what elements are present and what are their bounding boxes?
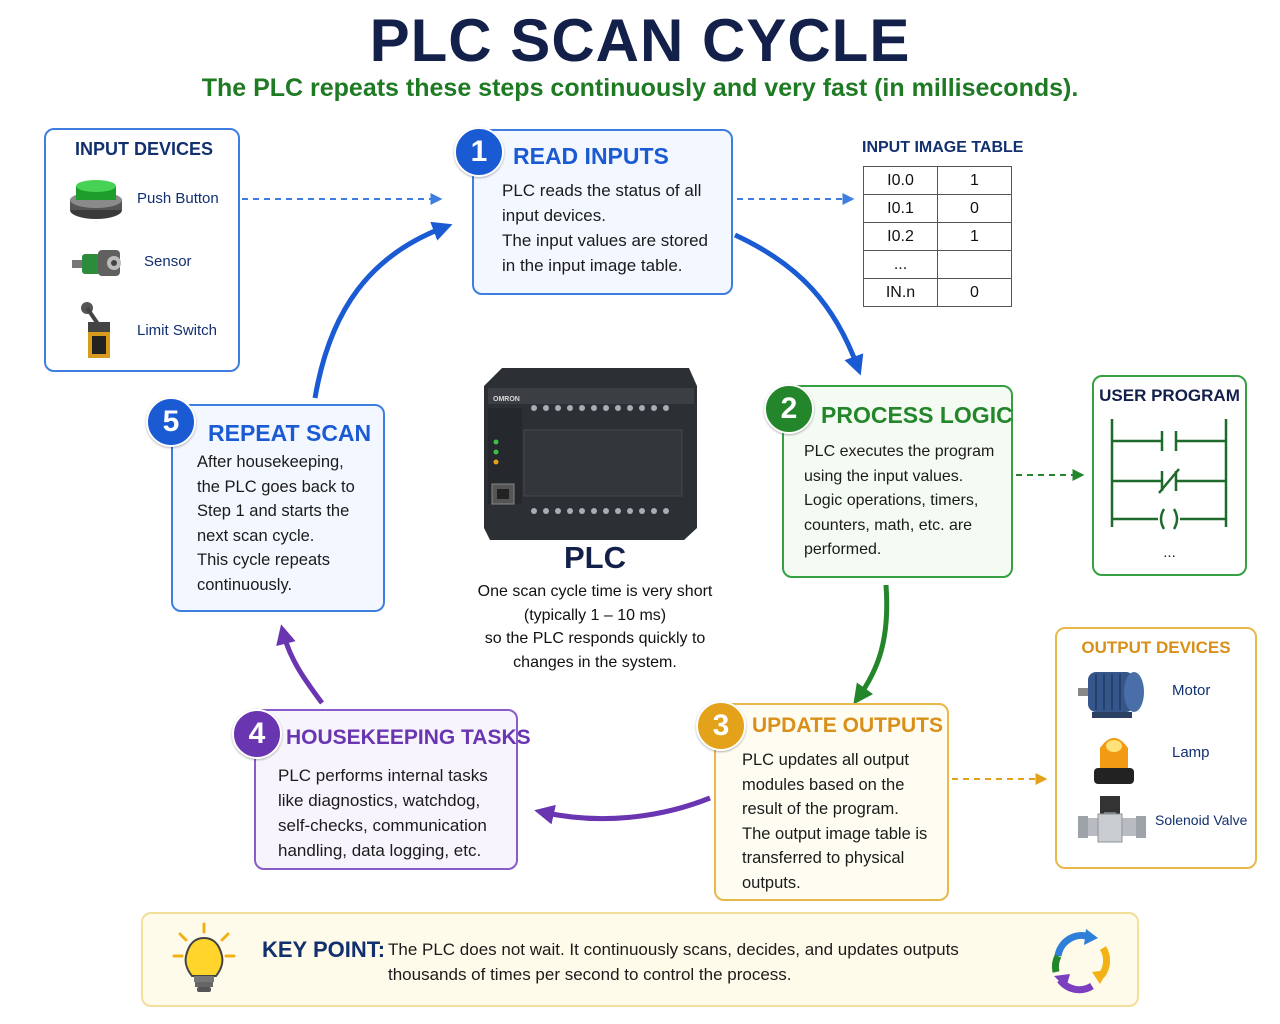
step-title: HOUSEKEEPING TASKS	[286, 726, 531, 749]
output-devices-title: OUTPUT DEVICES	[1081, 638, 1231, 657]
push-button-icon	[70, 180, 122, 219]
key-point-text: The PLC does not wait. It continuously s…	[388, 940, 959, 984]
arrow-4-to-5	[276, 624, 325, 705]
sensor-icon	[72, 250, 121, 276]
step-number-badge: 3	[696, 701, 746, 751]
step-body: PLC performs internal tasks like diagnos…	[278, 766, 488, 860]
input-devices-title: INPUT DEVICES	[74, 139, 214, 159]
lamp-icon	[1094, 738, 1134, 784]
input-devices-panel	[44, 128, 240, 372]
step-number-badge: 5	[146, 397, 196, 447]
step-body: PLC reads the status of all input device…	[502, 181, 709, 275]
step-body: PLC updates all output modules based on …	[742, 751, 928, 892]
input-device-label: Push Button	[137, 190, 219, 207]
cycle-icon	[1051, 929, 1111, 994]
arrow-5-to-1	[312, 221, 453, 399]
output-device-label: Motor	[1172, 682, 1211, 699]
user-program-title: USER PROGRAM	[1099, 386, 1240, 405]
step-update-outputs-box	[714, 703, 949, 901]
motor-icon	[1078, 672, 1144, 718]
step-read-inputs-box	[472, 129, 733, 295]
user-program-panel	[1092, 375, 1247, 576]
step-body: After housekeeping, the PLC goes back to…	[197, 453, 355, 594]
plc-label: PLC	[564, 540, 626, 575]
lightbulb-icon	[172, 922, 236, 992]
step-body: PLC executes the program using the input…	[804, 443, 995, 558]
step-housekeeping-box	[254, 709, 518, 870]
output-devices-panel	[1055, 627, 1257, 869]
arrow-2-to-3	[853, 584, 890, 705]
step-number-badge: 2	[764, 384, 814, 434]
step-title: READ INPUTS	[513, 143, 669, 169]
solenoid-valve-icon	[1078, 796, 1146, 843]
input-device-label: Limit Switch	[137, 322, 218, 339]
plc-brand: OMRON	[493, 396, 520, 403]
key-point-banner	[141, 912, 1139, 1007]
step-process-logic-box	[782, 385, 1013, 578]
step-repeat-scan-box	[171, 404, 385, 612]
plc-device-icon	[484, 368, 697, 540]
step-title: UPDATE OUTPUTS	[752, 714, 943, 737]
arrow-1-to-2	[733, 232, 864, 376]
step-title: PROCESS LOGIC	[821, 402, 1013, 428]
table-row: ...	[863, 250, 1012, 279]
ladder-diagram-icon	[1110, 419, 1228, 530]
key-point-label: KEY POINT:	[262, 937, 386, 962]
step-number-badge: 1	[454, 127, 504, 177]
input-image-table-title: INPUT IMAGE TABLE	[862, 139, 1024, 156]
input-device-label: Sensor	[144, 253, 192, 270]
output-device-label: Solenoid Valve	[1155, 812, 1248, 828]
page-title: PLC SCAN CYCLE	[369, 7, 911, 74]
output-device-label: Lamp	[1172, 744, 1210, 761]
arrow-3-to-4	[534, 795, 711, 825]
plc-description: One scan cycle time is very short (typic…	[477, 583, 713, 671]
step-title: REPEAT SCAN	[208, 420, 372, 446]
page-subtitle: The PLC repeats these steps continuously…	[201, 74, 1079, 102]
step-number-badge: 4	[232, 709, 282, 759]
user-program-ellipsis: ...	[1163, 544, 1176, 561]
limit-switch-icon	[81, 302, 110, 358]
